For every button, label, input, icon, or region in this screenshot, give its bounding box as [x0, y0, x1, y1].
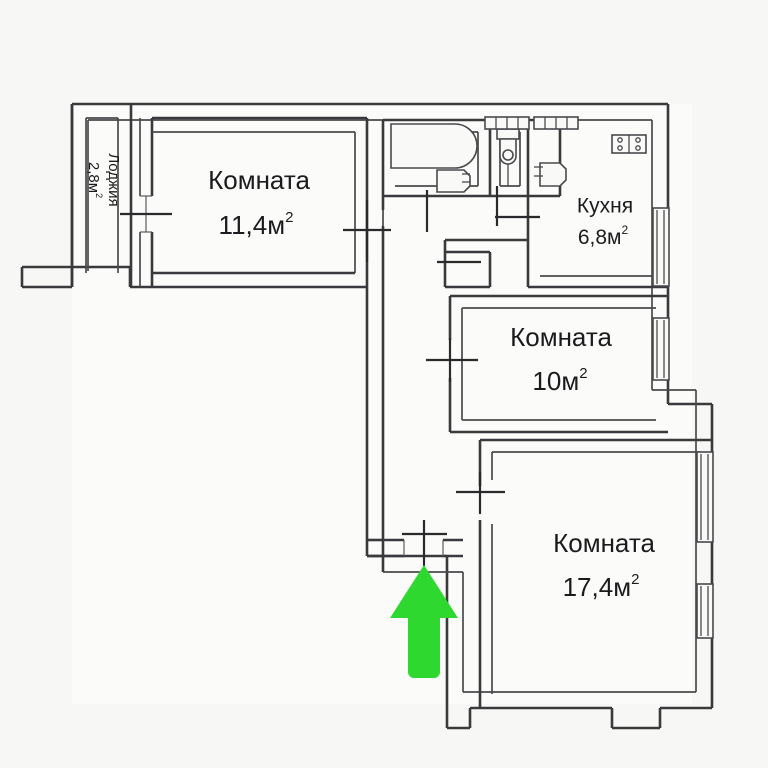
room-17-4-area-unit: м: [613, 572, 631, 602]
kitchen-stove-icon: [611, 134, 647, 154]
entrance-arrow-icon: [390, 565, 458, 678]
exterior-walls: [20, 102, 714, 730]
windows: [652, 207, 714, 639]
door-tick-marks: [120, 186, 540, 566]
label-room-17-4: Комната 17,4м2: [553, 528, 655, 602]
room-10-area-unit: м: [561, 366, 579, 396]
room-17-4-name: Комната: [553, 528, 655, 558]
bath-sink-icon: [436, 169, 471, 193]
loggia-area-sup: 2: [94, 193, 104, 198]
svg-text:17,4м2: 17,4м2: [563, 571, 640, 602]
window-kitchen-right: [652, 207, 670, 287]
room-11-4-area-unit: м: [267, 210, 285, 240]
bathroom-fixtures: [390, 116, 647, 193]
window-room17-upper: [696, 451, 714, 543]
kitchen-area-value: 6,8: [578, 226, 607, 249]
room-11-4-area-sup: 2: [285, 209, 293, 226]
vent-left-icon: [484, 116, 530, 130]
svg-text:6,8м2: 6,8м2: [578, 223, 629, 248]
loggia-structure: [70, 104, 133, 287]
label-kitchen: Кухня 6,8м2: [577, 195, 633, 249]
wc-sink-icon: [534, 162, 567, 187]
room-10-name: Комната: [510, 322, 612, 352]
window-room10-right: [652, 317, 670, 381]
loggia-area-unit: м: [85, 183, 102, 193]
room-10-area-sup: 2: [579, 365, 587, 382]
loggia-area-value: 2,8: [85, 162, 102, 183]
svg-text:11,4м2: 11,4м2: [219, 209, 294, 240]
svg-text:10м2: 10м2: [532, 365, 587, 396]
room-11-4-name: Комната: [208, 165, 310, 195]
room-labels: Лоджия 2,8м2 Комната 11,4м2 Кухня 6,8м2: [85, 153, 655, 601]
room-17-4-area-sup: 2: [631, 571, 639, 588]
vent-right-icon: [533, 116, 579, 130]
kitchen-name: Кухня: [577, 195, 633, 218]
label-room-11-4: Комната 11,4м2: [208, 165, 310, 240]
kitchen-area-sup: 2: [621, 223, 628, 237]
label-room-10: Комната 10м2: [510, 322, 612, 396]
bathtub-icon: [390, 123, 478, 169]
loggia-name: Лоджия: [105, 153, 122, 206]
window-room17-lower: [696, 583, 714, 639]
toilet-icon: [496, 128, 520, 186]
room-11-4-area-value: 11,4: [219, 210, 268, 240]
room-10-area-value: 10: [532, 366, 561, 396]
label-loggia: Лоджия 2,8м2: [85, 153, 122, 206]
room-17-4-area-value: 17,4: [563, 572, 614, 602]
svg-text:2,8м2: 2,8м2: [85, 162, 104, 198]
kitchen-area-unit: м: [607, 226, 621, 249]
